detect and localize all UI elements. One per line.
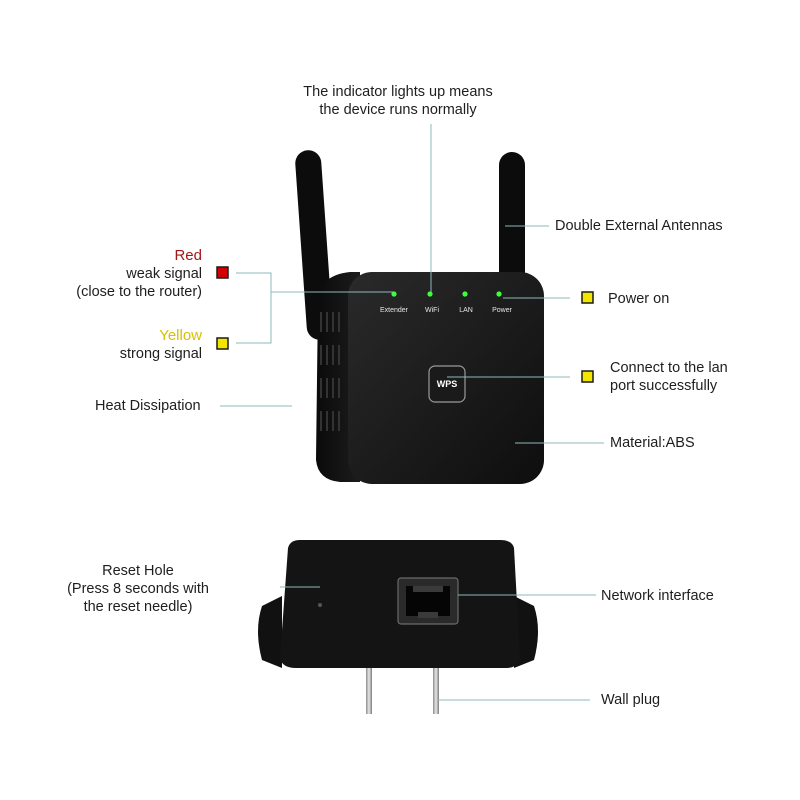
reset-hole <box>318 603 322 607</box>
plug-pin-left <box>366 668 372 714</box>
led-lan <box>462 291 468 297</box>
heat-vents <box>320 312 340 431</box>
led-row: Extender WiFi LAN Power <box>380 291 513 314</box>
red-desc-line-1: weak signal <box>126 266 202 282</box>
yellow-callout: Yellow strong signal <box>40 327 202 363</box>
yellow-marker-signal <box>216 337 229 350</box>
red-title: Red <box>174 247 202 264</box>
red-callout: Red weak signal (close to the router) <box>40 247 202 301</box>
antennas-callout: Double External Antennas <box>555 218 723 234</box>
led-wifi <box>427 291 433 297</box>
indicator-callout: The indicator lights up means the device… <box>273 83 523 119</box>
wps-label: WPS <box>437 379 458 389</box>
led-label-wifi: WiFi <box>425 307 439 314</box>
leader-lines <box>220 124 604 701</box>
network-callout: Network interface <box>601 588 714 604</box>
led-extender <box>391 291 397 297</box>
lan-line-1: Connect to the lan <box>610 360 728 376</box>
heat-callout: Heat Dissipation <box>95 398 201 414</box>
led-power <box>496 291 502 297</box>
reset-line-3: the reset needle) <box>83 599 193 615</box>
led-label-power: Power <box>492 307 513 314</box>
network-port <box>397 577 459 625</box>
red-marker <box>216 266 229 279</box>
power-on-callout: Power on <box>608 291 670 307</box>
indicator-line-2: the device runs normally <box>319 102 477 118</box>
plug-side-left <box>258 596 282 668</box>
reset-line-2: (Press 8 seconds with <box>67 581 209 597</box>
led-label-extender: Extender <box>380 307 409 314</box>
reset-line-1: Reset Hole <box>102 563 174 579</box>
indicator-line-1: The indicator lights up means <box>303 84 493 100</box>
lan-line-2: port successfully <box>610 378 718 394</box>
plug-side-right <box>514 596 538 668</box>
wall-plug-callout: Wall plug <box>601 692 661 708</box>
yellow-title: Yellow <box>159 327 202 344</box>
lan-callout: Connect to the lan port successfully <box>610 359 728 395</box>
plug-pin-right <box>433 668 439 714</box>
wps-button <box>428 365 466 403</box>
material-callout: Material:ABS <box>610 435 695 451</box>
reset-callout: Reset Hole (Press 8 seconds with the res… <box>48 562 228 616</box>
yellow-desc: strong signal <box>119 346 202 362</box>
led-label-lan: LAN <box>459 307 473 314</box>
yellow-marker-lan <box>581 370 594 383</box>
red-desc-line-2: (close to the router) <box>76 284 202 300</box>
yellow-marker-power <box>581 291 594 304</box>
